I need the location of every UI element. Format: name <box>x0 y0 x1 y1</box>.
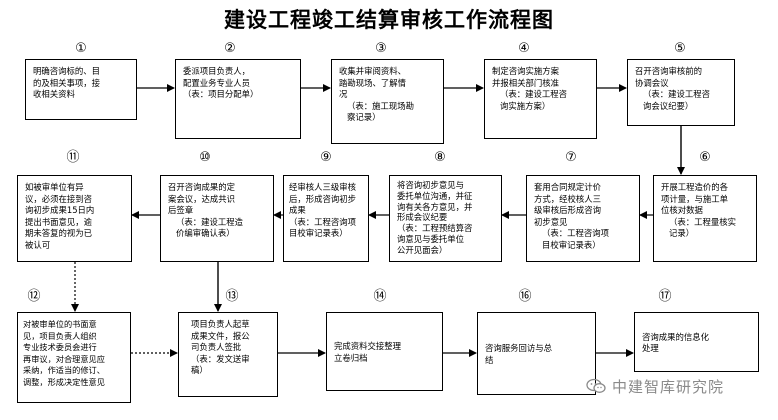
step-number-12: ⑫ <box>27 289 41 304</box>
step-box-2: 委派项目负责人， 配置业务专业人员 （表：项目分配单） <box>175 59 301 139</box>
step-box-9: 经审核人三级审核 后，形成咨询初步 成果 （表：工程咨询项 目校审记录表） <box>283 175 369 262</box>
step-box-17: 咨询成果的信息化 处理 <box>634 312 759 372</box>
step-number-3: ③ <box>375 41 387 56</box>
step-number-2: ② <box>224 41 236 56</box>
step-box-6: 开展工程造价的各 项计量，与施工单 位核对数据 （表：工程量核实 记录） <box>653 175 757 262</box>
step-number-4: ④ <box>518 41 530 56</box>
step-box-11: 如被审单位有异 议，必须在接到咨 询初步成果15日内 提出书面意见，逾 期未答复… <box>17 175 132 262</box>
watermark-text: 中建智库研究院 <box>612 377 725 396</box>
step-number-16: ⑯ <box>518 289 532 304</box>
step-box-12: 对被审单位的书面意 见，项目负责人组织 专业技术委员会进行 再审议，对合理意见应… <box>17 312 131 403</box>
step-number-17: ⑰ <box>658 289 672 304</box>
step-number-10: ⑩ <box>199 150 211 165</box>
step-number-6: ⑥ <box>699 150 711 165</box>
step-box-13: 项目负责人起草 成果文件，报公 司负责人签批 （表：发文送审 稿） <box>178 312 278 397</box>
step-box-3: 收集并审阅资料、 踏勘现场、了解情 况 （表：施工现场勘 察记录） <box>331 59 444 144</box>
page-title: 建设工程竣工结算审核工作流程图 <box>224 7 554 32</box>
step-box-5: 召开咨询审核前的 协调会议 （表：建设工程咨 询会议纪要） <box>627 59 735 126</box>
step-box-10: 召开咨询成果的定 案会议，达成共识 后签章 （表：建设工程造 价编审确认表） <box>160 175 274 262</box>
step-box-14: 完成资料交接整理 立卷归档 <box>326 312 443 391</box>
wechat-icon <box>586 378 606 393</box>
step-box-4: 制定咨询实施方案 并报相关部门核准 （表：建设工程咨 询实施方案） <box>484 59 597 139</box>
step-number-8: ⑧ <box>434 150 446 165</box>
step-number-11: ⑪ <box>66 150 80 165</box>
step-number-1: ① <box>75 41 87 56</box>
watermark: 中建智库研究院 <box>586 375 724 397</box>
step-number-14: ⑭ <box>373 289 387 304</box>
step-box-7: 套用合同规定计价 方式，经校核人三 级审核后形成咨询 初步意见 （表：工程咨询项… <box>526 175 640 262</box>
step-box-1: 明确咨询标的、目 的及相关事项，接 收相关资料 <box>25 59 137 120</box>
step-number-13: ⑬ <box>225 289 239 304</box>
step-number-9: ⑨ <box>320 150 332 165</box>
step-number-7: ⑦ <box>565 150 577 165</box>
step-number-5: ⑤ <box>674 41 686 56</box>
step-box-16: 咨询服务回访与总 结 <box>477 312 596 395</box>
step-box-8: 将咨询初步意见与 委托单位沟通，并征 询有关各方意见，并 形成会议纪要 （表：工… <box>389 175 502 262</box>
